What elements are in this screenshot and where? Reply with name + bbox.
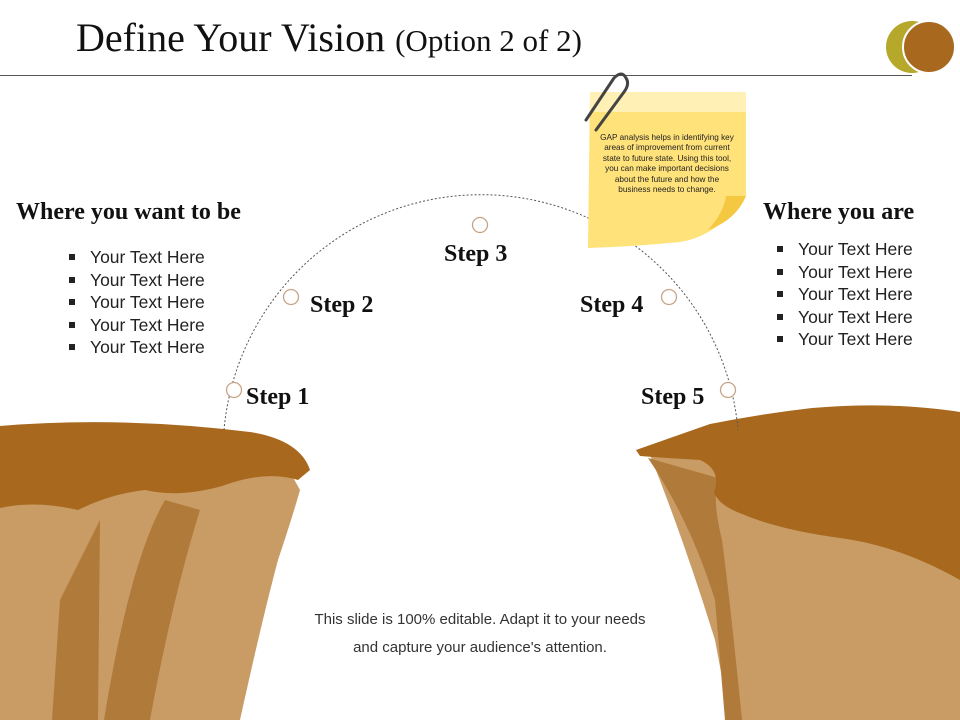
sticky-note-curl — [708, 196, 746, 230]
logo-circle-brown — [902, 20, 956, 74]
sticky-note-text: GAP analysis helps in identifying key ar… — [600, 133, 734, 195]
right-cliff-top — [636, 405, 960, 580]
left-bullet-item: Your Text Here — [68, 291, 205, 314]
right-bullet-item: Your Text Here — [776, 283, 913, 306]
step-2-label: Step 2 — [310, 292, 374, 318]
step-1-label: Step 1 — [246, 384, 310, 410]
paperclip-icon — [584, 72, 630, 132]
left-bullet-list: Your Text Here Your Text Here Your Text … — [68, 246, 205, 359]
right-heading: Where you are — [763, 199, 915, 225]
sticky-note — [584, 72, 746, 248]
left-heading: Where you want to be — [16, 199, 241, 225]
footer-line-1: This slide is 100% editable. Adapt it to… — [314, 611, 646, 628]
footer-line-2: and capture your audience's attention. — [353, 639, 607, 656]
step-3-node — [471, 216, 489, 234]
right-cliff — [636, 405, 960, 720]
slide-title: Define Your Vision (Option 2 of 2) — [76, 14, 582, 61]
slide-title-main: Define Your Vision — [76, 15, 386, 60]
right-bullet-item: Your Text Here — [776, 306, 913, 329]
left-bullet-item: Your Text Here — [68, 314, 205, 337]
left-cliff-shadow-2 — [104, 500, 200, 720]
left-bullet-item: Your Text Here — [68, 246, 205, 269]
step-5-label: Step 5 — [641, 384, 705, 410]
sticky-note-highlight — [590, 92, 746, 112]
right-bullet-item: Your Text Here — [776, 238, 913, 261]
left-bullet-item: Your Text Here — [68, 336, 205, 359]
left-cliff — [0, 422, 310, 720]
footer-note: This slide is 100% editable. Adapt it to… — [280, 606, 680, 662]
slide-title-suffix: (Option 2 of 2) — [395, 23, 582, 58]
title-divider — [0, 75, 912, 76]
step-4-node — [660, 288, 678, 306]
logo-circles-icon — [884, 20, 958, 76]
sticky-note-paper — [588, 92, 746, 248]
right-bullet-item: Your Text Here — [776, 261, 913, 284]
step-5-node — [719, 381, 737, 399]
step-4-label: Step 4 — [580, 292, 644, 318]
left-cliff-shadow — [52, 520, 100, 720]
right-bullet-item: Your Text Here — [776, 328, 913, 351]
step-2-node — [282, 288, 300, 306]
step-3-label: Step 3 — [444, 241, 508, 267]
step-1-node — [225, 381, 243, 399]
right-cliff-shadow — [648, 458, 742, 720]
right-bullet-list: Your Text Here Your Text Here Your Text … — [776, 238, 913, 351]
left-bullet-item: Your Text Here — [68, 269, 205, 292]
left-cliff-top — [0, 422, 310, 510]
